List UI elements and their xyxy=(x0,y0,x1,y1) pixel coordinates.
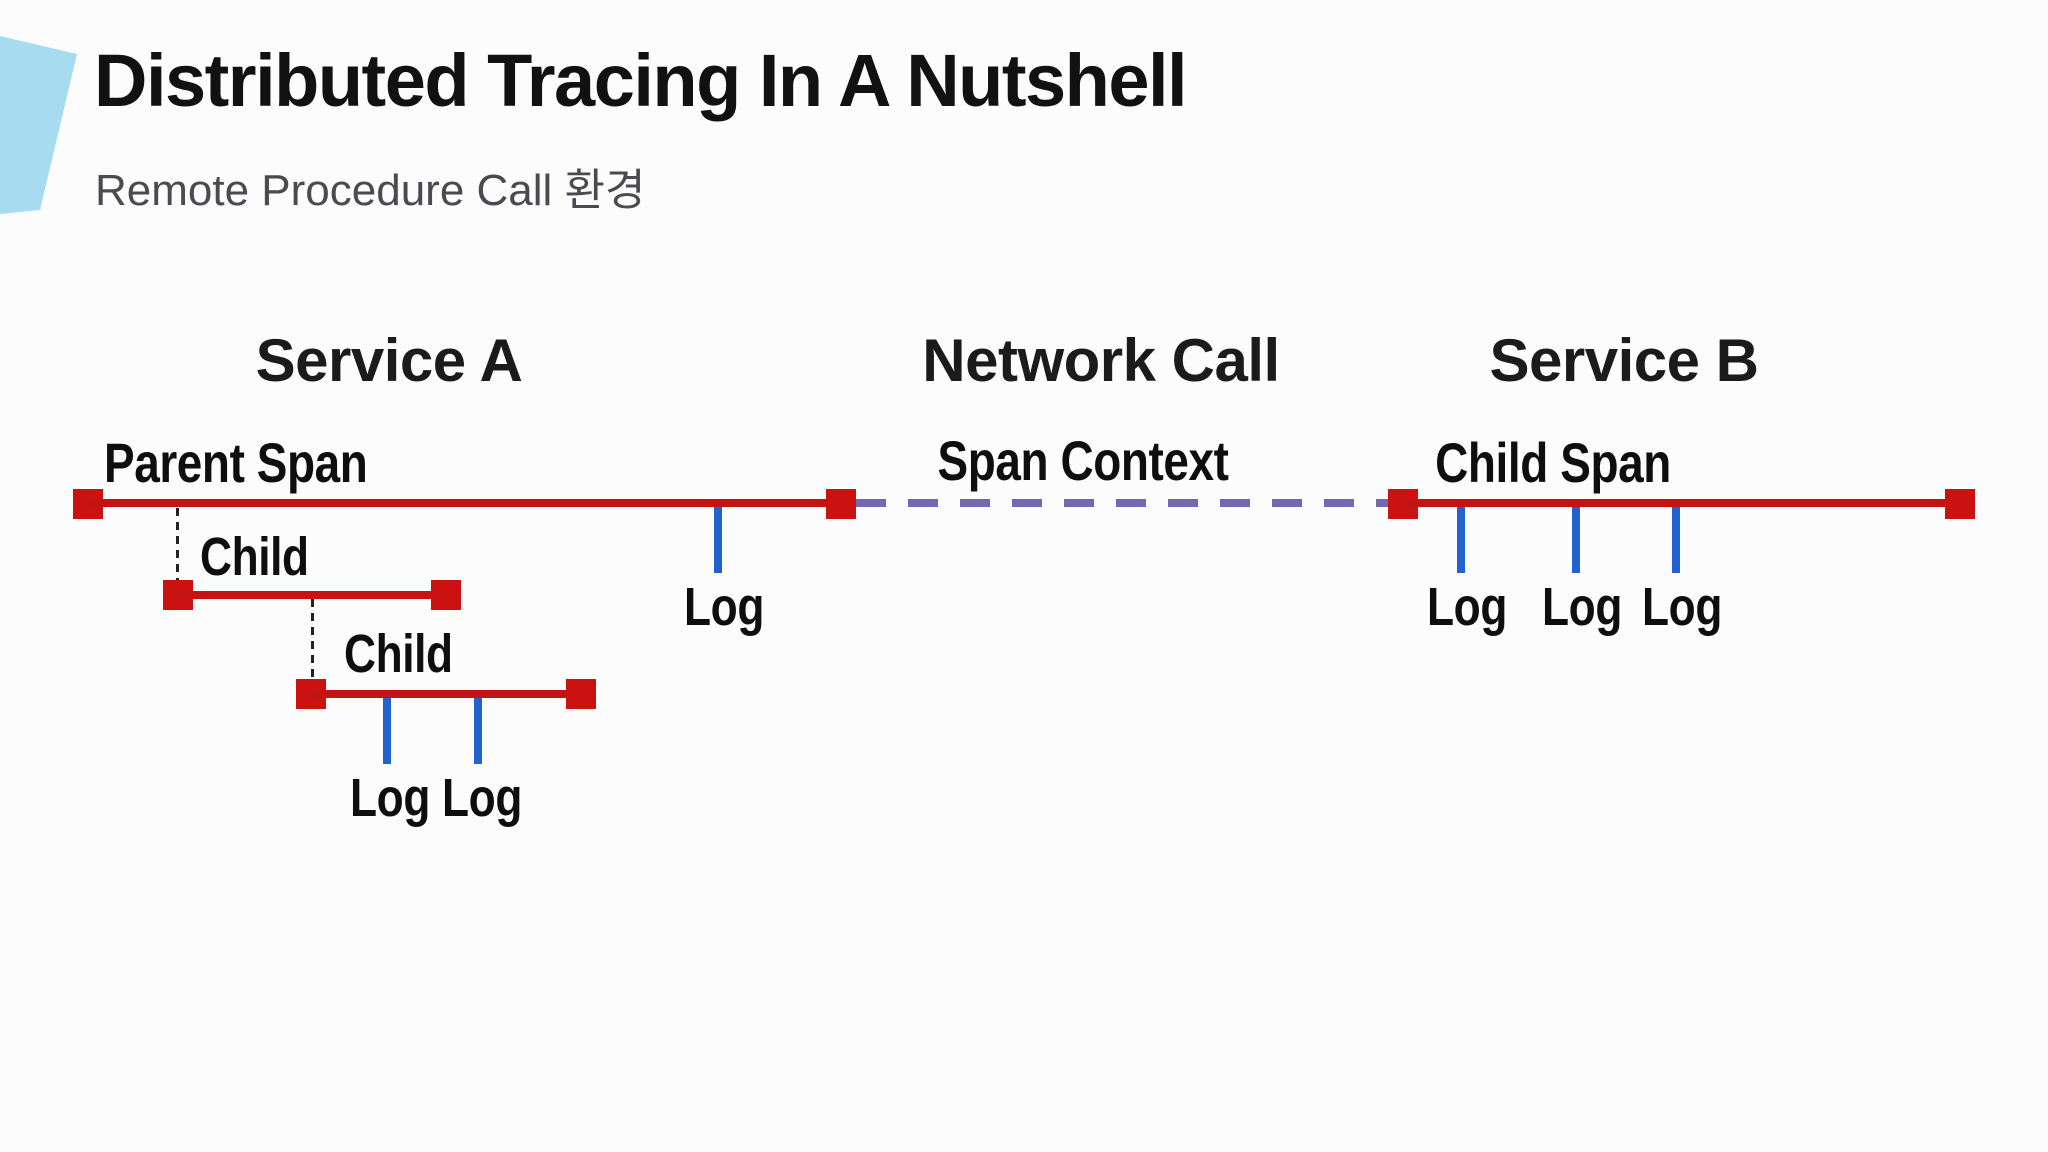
service-b-span-end-endpoint xyxy=(1945,489,1975,519)
parent-to-child1-connector xyxy=(176,508,179,588)
parent-span-label: Parent Span xyxy=(104,431,368,494)
log-tick xyxy=(1457,507,1465,573)
log-tick xyxy=(1572,507,1580,573)
slide-title: Distributed Tracing In A Nutshell xyxy=(94,39,1188,122)
parent-span-end-endpoint xyxy=(826,489,856,519)
log-tick xyxy=(714,507,722,573)
child2-span-line xyxy=(310,690,582,698)
span-context-label: Span Context xyxy=(937,429,1229,492)
section-label-network-call: Network Call xyxy=(922,327,1280,394)
log-label: Log xyxy=(684,577,764,637)
parent-span-line xyxy=(88,499,841,507)
child-span-label: Child Span xyxy=(1435,431,1671,494)
section-label-service-a: Service A xyxy=(255,327,523,394)
log-label: Log xyxy=(1427,577,1507,637)
span-context-dashed-line xyxy=(856,499,1388,507)
log-tick xyxy=(474,698,482,764)
child-span-2-label: Child xyxy=(344,624,453,684)
section-label-service-b: Service B xyxy=(1489,327,1759,394)
log-label: Log xyxy=(442,768,522,828)
service-b-span-line xyxy=(1403,499,1960,507)
log-tick xyxy=(1672,507,1680,573)
slide-subtitle: Remote Procedure Call 환경 xyxy=(95,166,646,215)
log-tick xyxy=(383,698,391,764)
accent-shape xyxy=(0,36,77,214)
log-label: Log xyxy=(1642,577,1722,637)
child1-to-child2-connector xyxy=(311,599,314,685)
child2-span-end-endpoint xyxy=(566,679,596,709)
child1-span-line xyxy=(178,591,446,599)
log-label: Log xyxy=(1542,577,1622,637)
child-span-1-label: Child xyxy=(200,527,309,587)
log-label: Log xyxy=(350,768,430,828)
child1-span-end-endpoint xyxy=(431,580,461,610)
